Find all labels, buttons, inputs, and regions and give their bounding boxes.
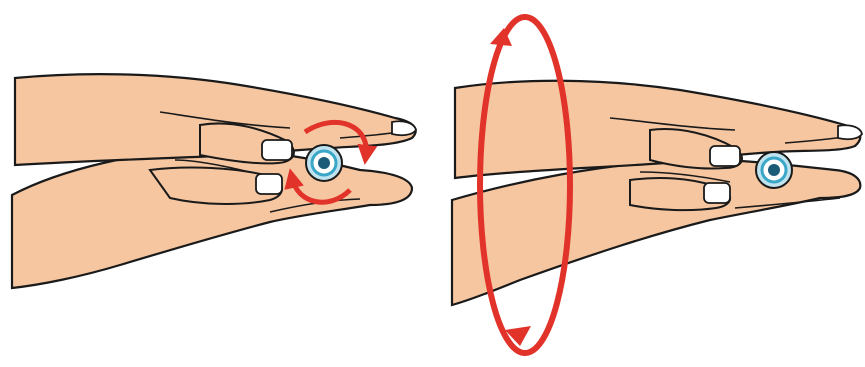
left-bottom-thumbnail (256, 174, 282, 194)
left-top-fingertip-nail (392, 121, 416, 135)
right-top-fingertip-nail (838, 125, 862, 139)
right-bottom-hand (452, 160, 860, 305)
left-coin-icon (306, 145, 342, 181)
left-panel (12, 74, 416, 288)
right-bottom-thumbnail (704, 183, 730, 203)
right-top-fingernail (710, 146, 740, 166)
left-top-fingernail (262, 140, 292, 160)
left-top-hand (15, 74, 416, 165)
right-panel (452, 17, 862, 353)
left-bottom-hand (12, 150, 412, 288)
right-coin-icon (756, 152, 792, 188)
right-top-hand (455, 81, 862, 178)
